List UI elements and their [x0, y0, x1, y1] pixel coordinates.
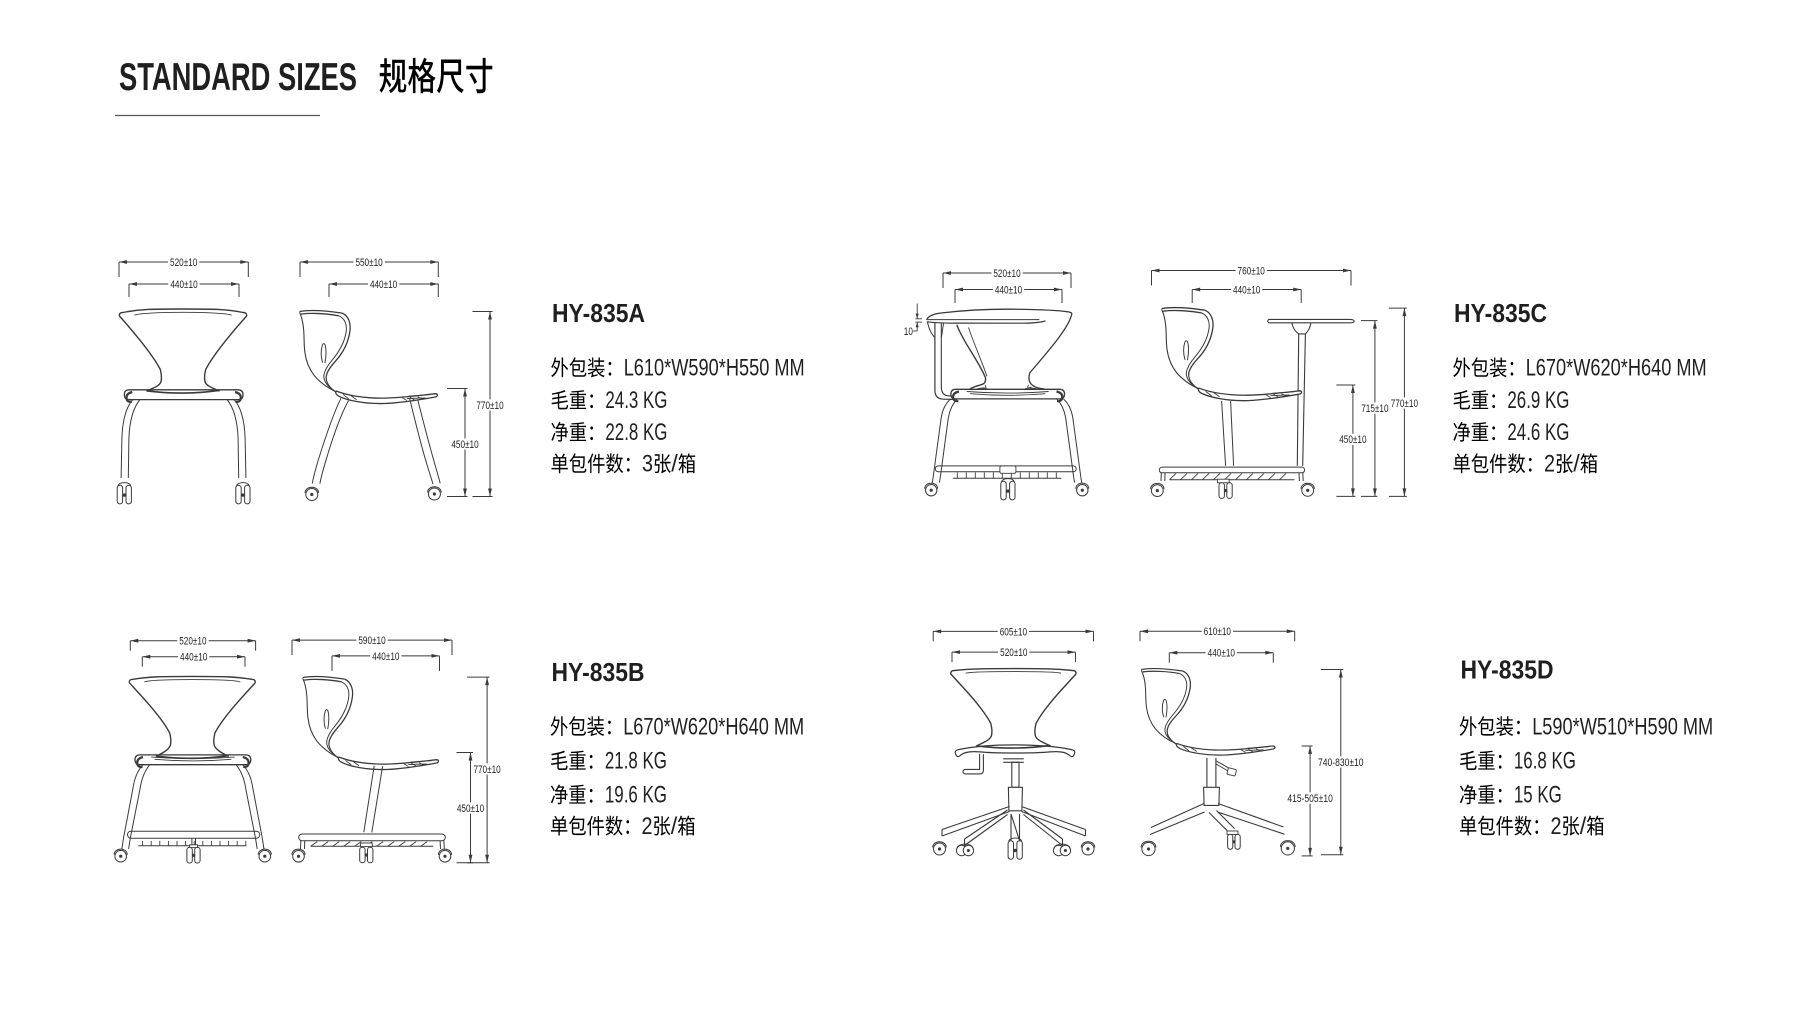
svg-text:520±10: 520±10 [993, 268, 1020, 280]
svg-text:440±10: 440±10 [1208, 648, 1235, 660]
svg-text:L670*W620*H640 MM: L670*W620*H640 MM [623, 713, 804, 740]
svg-text:HY-835B: HY-835B [552, 657, 645, 687]
svg-text:HY-835C: HY-835C [1454, 298, 1547, 328]
svg-text:740-830±10: 740-830±10 [1318, 757, 1364, 769]
svg-text:24.6 KG: 24.6 KG [1507, 419, 1569, 446]
svg-text:440±10: 440±10 [180, 652, 207, 664]
svg-text:440±10: 440±10 [170, 279, 197, 291]
svg-text:610±10: 610±10 [1204, 626, 1231, 638]
svg-text:10: 10 [904, 326, 913, 338]
svg-text:760±10: 760±10 [1238, 265, 1265, 277]
svg-text:3: 3 [642, 451, 653, 478]
svg-text:2: 2 [1551, 813, 1562, 840]
svg-text:21.8 KG: 21.8 KG [605, 748, 667, 775]
svg-text:L610*W590*H550 MM: L610*W590*H550 MM [624, 355, 805, 382]
svg-text:19.6 KG: 19.6 KG [605, 782, 667, 809]
svg-text:24.3 KG: 24.3 KG [605, 387, 667, 414]
svg-text:440±10: 440±10 [995, 284, 1022, 296]
svg-text:L590*W510*H590 MM: L590*W510*H590 MM [1532, 713, 1713, 740]
svg-text:/: / [1573, 451, 1580, 478]
svg-text:450±10: 450±10 [451, 439, 478, 451]
svg-text:2: 2 [642, 813, 653, 840]
svg-text:2: 2 [1544, 451, 1555, 478]
svg-text:15 KG: 15 KG [1514, 782, 1562, 809]
svg-text:715±10: 715±10 [1361, 403, 1388, 415]
svg-text:770±10: 770±10 [476, 400, 503, 412]
svg-text:22.8 KG: 22.8 KG [605, 419, 667, 446]
svg-text:520±10: 520±10 [179, 636, 206, 648]
svg-text:L670*W620*H640 MM: L670*W620*H640 MM [1526, 355, 1707, 382]
svg-text:450±10: 450±10 [1339, 434, 1366, 446]
svg-text:16.8 KG: 16.8 KG [1514, 748, 1576, 775]
svg-text:605±10: 605±10 [1000, 626, 1027, 638]
svg-text:770±10: 770±10 [473, 764, 500, 776]
svg-text:520±10: 520±10 [170, 257, 197, 269]
svg-text:STANDARD SIZES: STANDARD SIZES [119, 56, 357, 99]
svg-text:550±10: 550±10 [355, 257, 382, 269]
svg-text:/: / [671, 813, 678, 840]
svg-text:/: / [671, 451, 678, 478]
svg-text:770±10: 770±10 [1391, 398, 1418, 410]
svg-text:440±10: 440±10 [370, 279, 397, 291]
svg-text:26.9 KG: 26.9 KG [1507, 387, 1569, 414]
svg-text:440±10: 440±10 [1233, 284, 1260, 296]
svg-text:415-505±10: 415-505±10 [1287, 793, 1333, 805]
svg-text:/: / [1580, 813, 1587, 840]
svg-text:450±10: 450±10 [457, 803, 484, 815]
svg-text:590±10: 590±10 [358, 635, 385, 647]
svg-text:HY-835A: HY-835A [552, 298, 645, 328]
svg-text:440±10: 440±10 [372, 651, 399, 663]
svg-text:520±10: 520±10 [1000, 647, 1027, 659]
svg-text:HY-835D: HY-835D [1461, 655, 1554, 685]
